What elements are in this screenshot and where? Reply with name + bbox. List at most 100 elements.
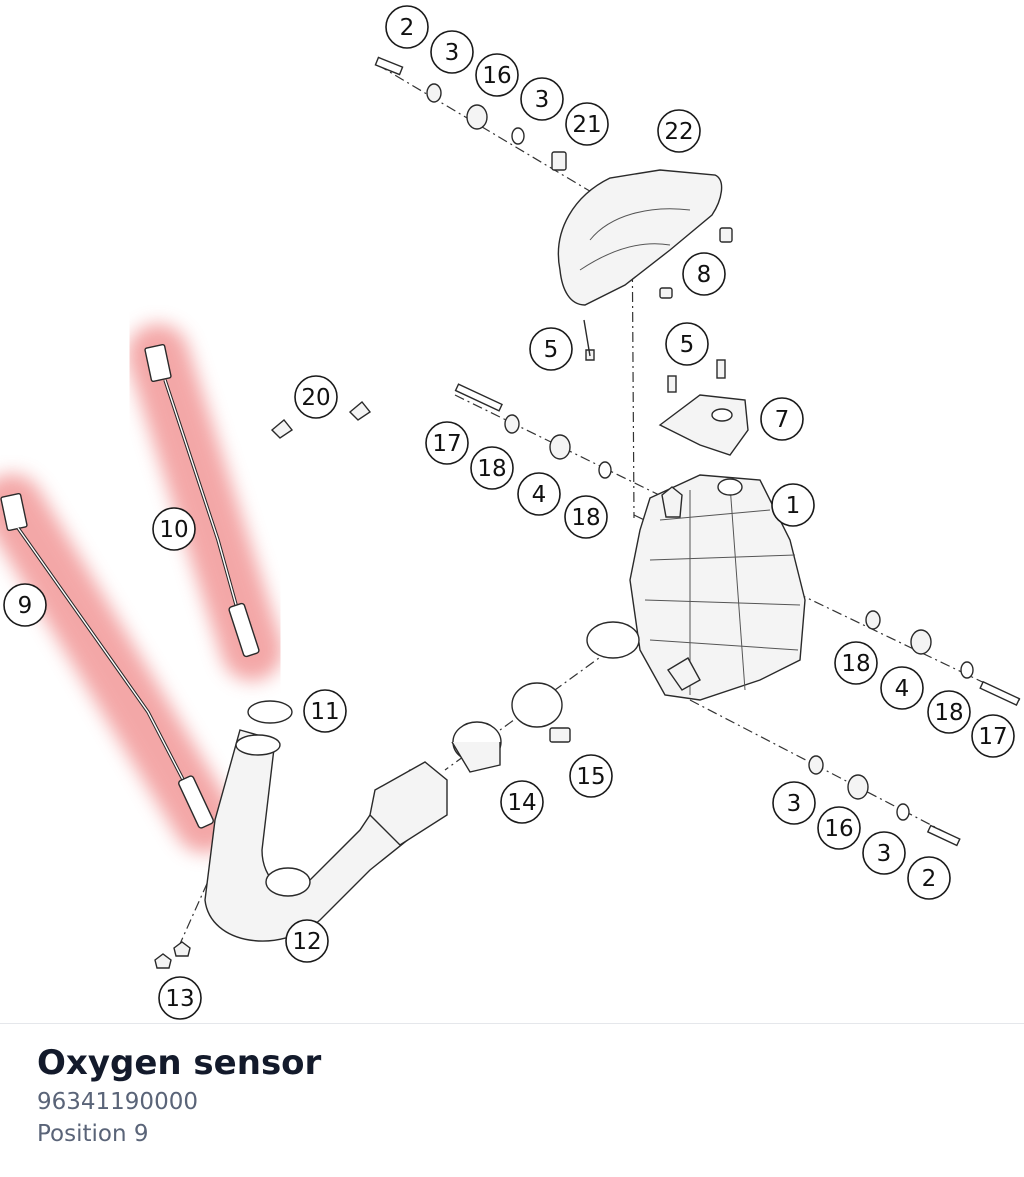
oxygen-sensor-10[interactable] [144, 343, 260, 658]
callout-marker[interactable]: 7 [760, 397, 804, 441]
middle-fastener-stack [454, 383, 612, 479]
callout-marker[interactable]: 17 [425, 421, 469, 465]
callout-circle [771, 483, 815, 527]
callout-marker[interactable]: 15 [569, 754, 613, 798]
callout-circle [425, 421, 469, 465]
callout-number: 7 [775, 407, 790, 433]
callout-marker[interactable]: 1 [771, 483, 815, 527]
callout-circle [430, 30, 474, 74]
callout-circle [880, 666, 924, 710]
sensor-9-highlight[interactable] [0, 474, 236, 853]
callout-number: 5 [680, 332, 695, 358]
callout-marker[interactable]: 11 [303, 689, 347, 733]
silencer-body [586, 474, 806, 701]
callout-marker[interactable]: 10 [152, 507, 196, 551]
callout-marker[interactable]: 5 [529, 327, 573, 371]
callout-number: 21 [572, 112, 601, 138]
callout-number: 17 [432, 431, 461, 457]
callout-marker[interactable]: 4 [880, 666, 924, 710]
part-info-panel: Oxygen sensor 96341190000 Position 9 [37, 1040, 321, 1150]
callout-circle [862, 831, 906, 875]
callout-marker[interactable]: 18 [927, 690, 971, 734]
callout-circle [927, 690, 971, 734]
callout-number: 4 [532, 482, 547, 508]
callout-number: 15 [576, 764, 605, 790]
callout-circle [152, 507, 196, 551]
callout-marker[interactable]: 21 [565, 102, 609, 146]
callout-circle [682, 252, 726, 296]
callout-marker[interactable]: 3 [520, 77, 564, 121]
callout-marker[interactable]: 16 [475, 53, 519, 97]
callout-circle [907, 856, 951, 900]
callout-circle [3, 583, 47, 627]
callout-circle [294, 375, 338, 419]
callout-circle [303, 689, 347, 733]
callout-marker[interactable]: 4 [517, 472, 561, 516]
lower-right-fastener-stack [808, 755, 961, 847]
callout-circle [760, 397, 804, 441]
callout-circle [971, 714, 1015, 758]
callout-circle [529, 327, 573, 371]
callout-marker[interactable]: 9 [3, 583, 47, 627]
callout-number: 4 [895, 676, 910, 702]
callout-marker[interactable]: 5 [665, 322, 709, 366]
oxygen-sensor-9[interactable] [0, 492, 215, 829]
right-fastener-stack [865, 610, 1021, 707]
callout-marker[interactable]: 20 [294, 375, 338, 419]
callout-marker[interactable]: 8 [682, 252, 726, 296]
callout-circle [772, 781, 816, 825]
callout-marker[interactable]: 16 [817, 806, 861, 850]
callout-number: 2 [400, 15, 415, 41]
callout-marker[interactable]: 3 [772, 781, 816, 825]
heat-shield [557, 169, 733, 361]
callout-circle [520, 77, 564, 121]
callout-marker[interactable]: 14 [500, 780, 544, 824]
callout-marker[interactable]: 18 [470, 446, 514, 490]
callout-marker[interactable]: 18 [834, 641, 878, 685]
callout-number: 2 [922, 866, 937, 892]
callout-marker[interactable]: 12 [285, 919, 329, 963]
callout-number: 14 [507, 790, 536, 816]
callout-circle [834, 641, 878, 685]
callout-number: 18 [571, 505, 600, 531]
callout-number: 10 [159, 517, 188, 543]
clips [270, 401, 372, 439]
callout-marker[interactable]: 18 [564, 495, 608, 539]
part-name: Oxygen sensor [37, 1043, 322, 1083]
callout-number: 17 [978, 724, 1007, 750]
callout-marker[interactable]: 3 [430, 30, 474, 74]
callout-number: 16 [824, 816, 853, 842]
callout-circle [285, 919, 329, 963]
callout-marker[interactable]: 2 [907, 856, 951, 900]
callout-number: 16 [482, 63, 511, 89]
callout-number: 12 [292, 929, 321, 955]
sensor-bracket [658, 359, 749, 456]
callout-number: 22 [664, 119, 693, 145]
callout-number: 8 [697, 262, 712, 288]
callout-marker[interactable]: 3 [862, 831, 906, 875]
callout-number: 18 [841, 651, 870, 677]
callout-number: 18 [934, 700, 963, 726]
callout-circle [817, 806, 861, 850]
callout-circle [565, 102, 609, 146]
callout-number: 11 [310, 699, 339, 725]
callout-circle [569, 754, 613, 798]
callout-marker[interactable]: 2 [385, 5, 429, 49]
callout-marker[interactable]: 13 [158, 976, 202, 1020]
header-pipe [204, 700, 448, 942]
callout-marker[interactable]: 17 [971, 714, 1015, 758]
callout-circle [657, 109, 701, 153]
callout-marker[interactable]: 22 [657, 109, 701, 153]
callout-circle [470, 446, 514, 490]
callout-circle [564, 495, 608, 539]
callout-number: 9 [18, 593, 33, 619]
callout-circle [517, 472, 561, 516]
part-position: Position 9 [37, 1121, 149, 1147]
callout-circle [385, 5, 429, 49]
callout-number: 18 [477, 456, 506, 482]
callout-circle [475, 53, 519, 97]
nuts [154, 941, 191, 969]
callout-number: 5 [544, 337, 559, 363]
